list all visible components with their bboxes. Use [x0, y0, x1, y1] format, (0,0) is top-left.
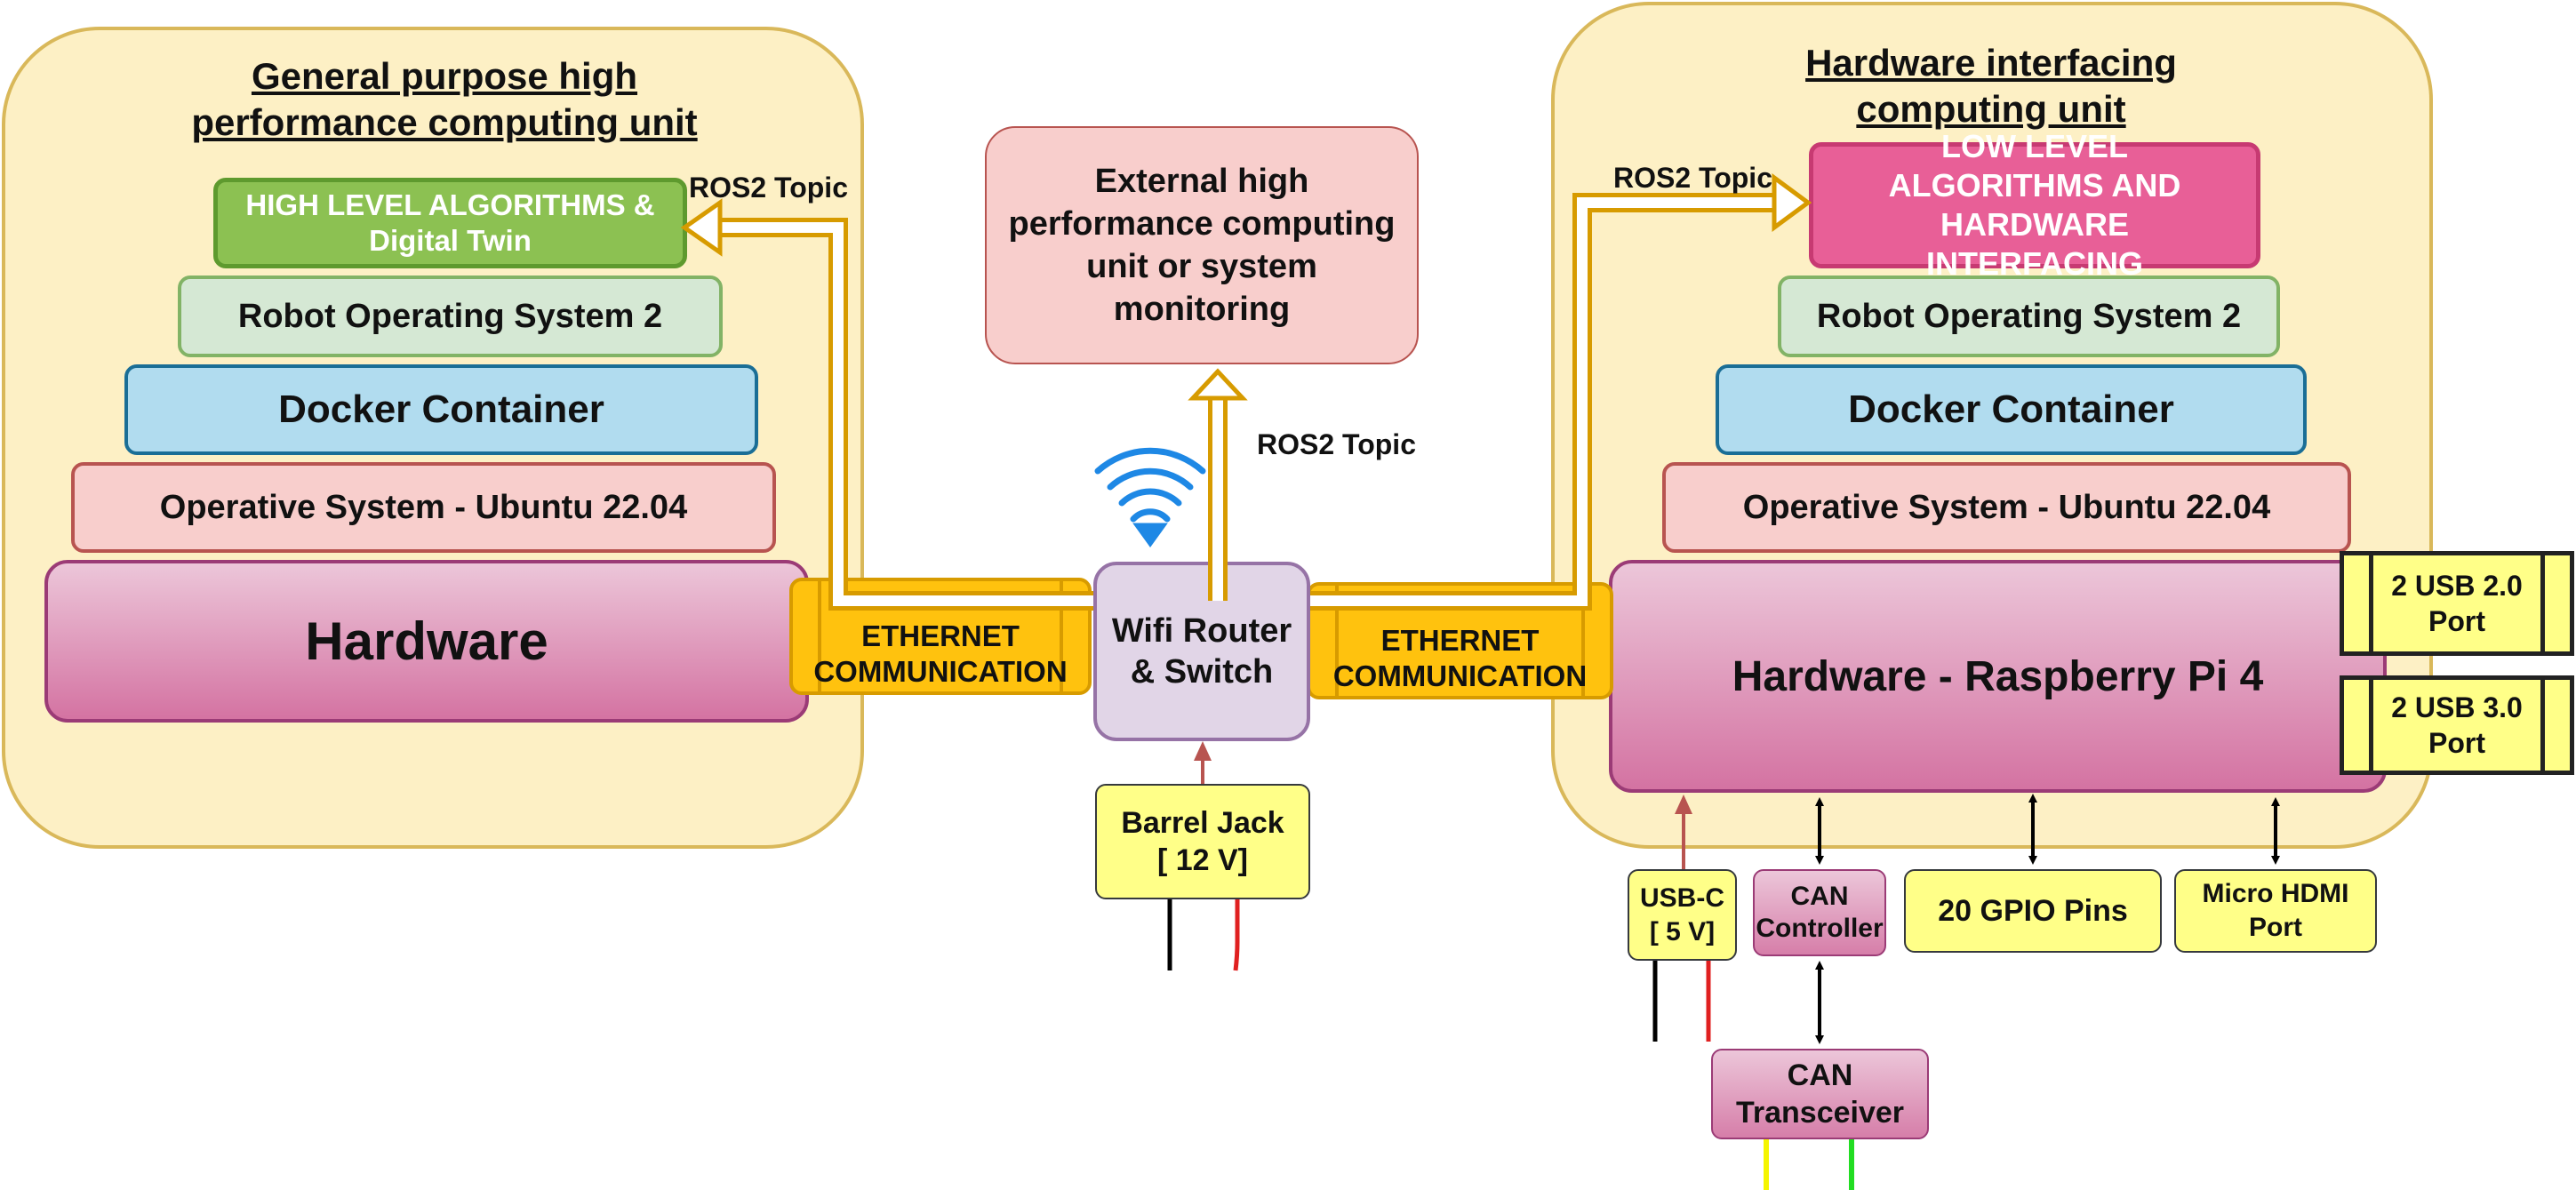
left-ros2-box: Robot Operating System 2	[178, 276, 723, 357]
gpio-pins-box: 20 GPIO Pins	[1904, 869, 2162, 953]
barrel-jack-power-wire	[1233, 899, 1240, 971]
right-ros2-box: Robot Operating System 2	[1778, 276, 2280, 357]
usb-2-port: 2 USB 2.0 Port	[2340, 551, 2574, 656]
usb-c-power-arrow	[1675, 795, 1692, 869]
right-unit-title: Hardware interfacing computing unit	[1805, 42, 2177, 130]
left-hardware-box: Hardware	[44, 560, 809, 723]
usb-3-port: 2 USB 3.0 Port	[2340, 675, 2574, 775]
high-level-algorithms-box: HIGH LEVEL ALGORITHMS & Digital Twin	[213, 178, 687, 268]
right-ros2-topic-label: ROS2 Topic	[1613, 162, 1772, 194]
right-ethernet-label: ETHERNET COMMUNICATION	[1332, 624, 1588, 692]
micro-hdmi-box: Micro HDMI Port	[2174, 869, 2377, 953]
left-ethernet-label: ETHERNET COMMUNICATION	[813, 619, 1068, 688]
right-docker-box: Docker Container	[1716, 364, 2307, 455]
right-ros2-topic-arrow	[1310, 173, 1812, 611]
left-docker-box: Docker Container	[124, 364, 758, 455]
raspberry-pi-hardware-box: Hardware - Raspberry Pi 4	[1609, 560, 2387, 793]
left-ethernet-link: ETHERNET COMMUNICATION	[789, 578, 1092, 695]
left-ros2-topic-label: ROS2 Topic	[689, 172, 848, 204]
center-ros2-topic-arrow	[1188, 368, 1248, 601]
wifi-router-box: Wifi Router & Switch	[1093, 562, 1310, 741]
barrel-jack-box: Barrel Jack [ 12 V]	[1095, 784, 1310, 899]
left-os-box: Operative System - Ubuntu 22.04	[71, 462, 776, 553]
usb-2-label: 2 USB 2.0 Port	[2391, 570, 2523, 637]
center-ros2-topic-label: ROS2 Topic	[1257, 428, 1416, 460]
can-controller-box: CAN Controller	[1753, 869, 1886, 956]
power-arrow-router	[1194, 741, 1212, 784]
can-transceiver-box: CAN Transceiver	[1711, 1049, 1929, 1139]
external-computing-box: External high performance computing unit…	[985, 126, 1419, 364]
right-os-box: Operative System - Ubuntu 22.04	[1662, 462, 2351, 553]
wifi-icon	[1094, 447, 1206, 547]
usb-3-label: 2 USB 3.0 Port	[2391, 691, 2523, 759]
left-ros2-topic-arrow	[680, 198, 1093, 611]
left-unit-title: General purpose high performance computi…	[191, 55, 698, 143]
usb-c-box: USB-C [ 5 V]	[1628, 869, 1737, 961]
